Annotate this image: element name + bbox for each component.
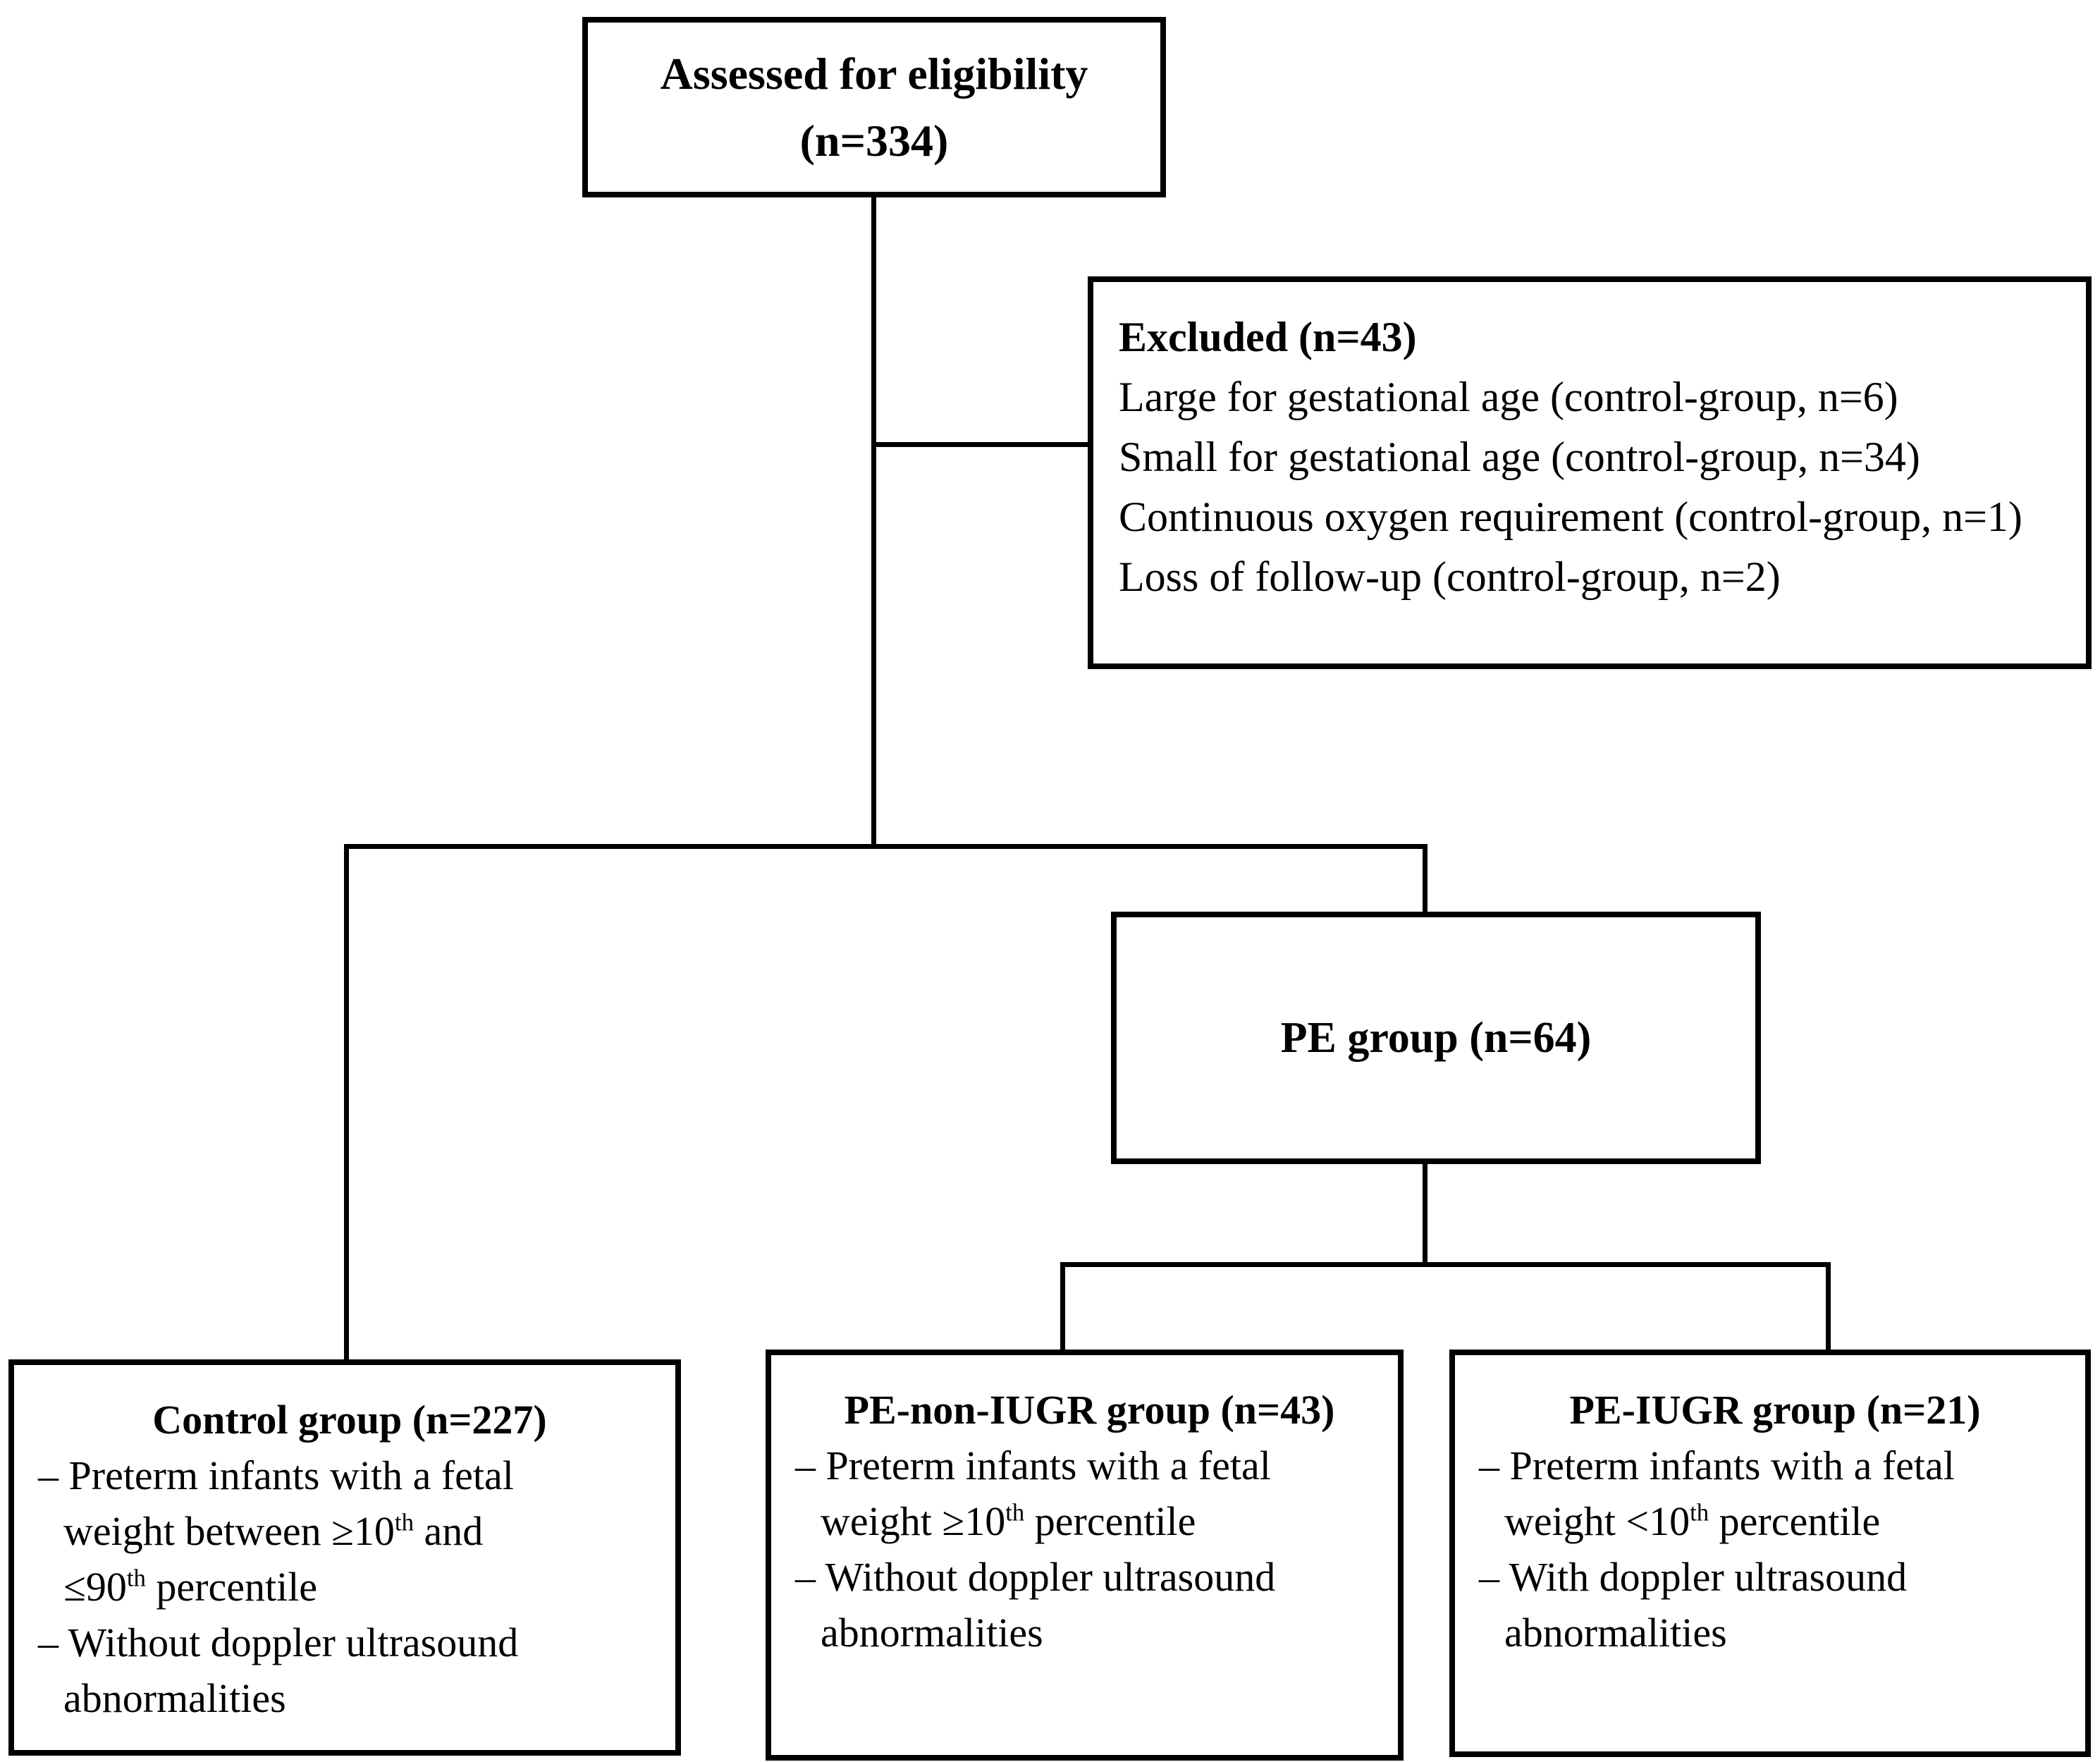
text-line: weight <10th percentile bbox=[1504, 1498, 1881, 1544]
connector-pe-to-branch bbox=[1423, 1162, 1427, 1266]
control-group-box: Control group (n=227) – Preterm infants … bbox=[8, 1359, 681, 1756]
pe-iugr-group-box: PE-IUGR group (n=21) – Preterm infants w… bbox=[1449, 1350, 2091, 1757]
connector-assessed-to-branch bbox=[871, 197, 876, 847]
control-group-criteria: – Preterm infants with a fetal weight bet… bbox=[38, 1448, 661, 1726]
text-line: weight ≥10th percentile bbox=[821, 1498, 1196, 1544]
text-line: abnormalities bbox=[1504, 1610, 1727, 1656]
text-line: weight between ≥10th and bbox=[63, 1508, 484, 1554]
connector-to-excluded bbox=[871, 442, 1088, 447]
excluded-reason-list: Large for gestational age (control-group… bbox=[1119, 367, 2069, 607]
pe-group-title: PE group (n=64) bbox=[1280, 1013, 1592, 1062]
connector-branch-top bbox=[344, 844, 1427, 849]
connector-to-pe-non-iugr-group bbox=[1060, 1262, 1065, 1352]
text-line: – Without doppler ultrasound bbox=[795, 1554, 1276, 1600]
pe-iugr-group-criteria: – Preterm infants with a fetal weight <10… bbox=[1479, 1438, 2071, 1660]
connector-to-control-group bbox=[344, 844, 349, 1363]
assessed-title-line2: (n=334) bbox=[799, 116, 949, 166]
pe-group-box: PE group (n=64) bbox=[1111, 912, 1761, 1164]
pe-non-iugr-group-box: PE-non-IUGR group (n=43) – Preterm infan… bbox=[766, 1350, 1404, 1761]
text-line: Large for gestational age (control-group… bbox=[1119, 374, 1898, 420]
control-group-title: Control group (n=227) bbox=[152, 1397, 547, 1443]
text-line: Small for gestational age (control-group… bbox=[1119, 434, 1920, 480]
text-line: – Preterm infants with a fetal bbox=[795, 1443, 1271, 1488]
assessed-for-eligibility-box: Assessed for eligibility (n=334) bbox=[582, 17, 1166, 197]
pe-iugr-group-title: PE-IUGR group (n=21) bbox=[1569, 1387, 1981, 1433]
connector-to-pe-group bbox=[1423, 844, 1427, 914]
text-line: Loss of follow-up (control-group, n=2) bbox=[1119, 553, 1781, 600]
pe-non-iugr-group-criteria: – Preterm infants with a fetal weight ≥10… bbox=[795, 1438, 1384, 1660]
text-line: – With doppler ultrasound bbox=[1479, 1554, 1908, 1600]
text-line: – Preterm infants with a fetal bbox=[38, 1452, 514, 1498]
assessed-title-line1: Assessed for eligibility bbox=[660, 49, 1088, 99]
text-line: ≤90th percentile bbox=[63, 1564, 318, 1610]
text-line: abnormalities bbox=[821, 1610, 1043, 1656]
text-line: – Preterm infants with a fetal bbox=[1479, 1443, 1955, 1488]
text-line: – Without doppler ultrasound bbox=[38, 1620, 519, 1665]
pe-non-iugr-group-title: PE-non-IUGR group (n=43) bbox=[844, 1387, 1335, 1433]
connector-to-pe-iugr-group bbox=[1826, 1262, 1831, 1352]
text-line: Continuous oxygen requirement (control-g… bbox=[1119, 494, 2022, 540]
text-line: abnormalities bbox=[63, 1675, 286, 1721]
connector-branch-bottom bbox=[1060, 1262, 1831, 1267]
excluded-box: Excluded (n=43) Large for gestational ag… bbox=[1088, 276, 2092, 669]
excluded-title: Excluded (n=43) bbox=[1119, 314, 1417, 360]
